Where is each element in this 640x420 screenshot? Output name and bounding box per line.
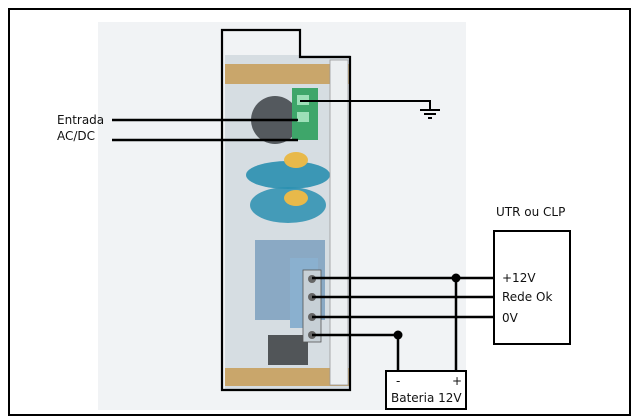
battery-label: Bateria 12V (391, 391, 462, 405)
battery-box (385, 370, 467, 410)
ground-icon (300, 100, 440, 119)
battery-plus: + (452, 374, 462, 388)
module-outline (220, 28, 352, 392)
rtu-title: UTR ou CLP (496, 205, 565, 219)
input-label-line1: Entrada (57, 113, 104, 127)
battery-minus: - (396, 374, 400, 388)
rtu-terminal-0v: 0V (502, 311, 519, 325)
power-supply-photo (98, 22, 466, 410)
input-label-line2: AC/DC (57, 129, 95, 143)
rtu-terminal-rede-ok: Rede Ok (502, 290, 552, 304)
rtu-terminal-plus12v: +12V (502, 271, 536, 285)
rtu-box (493, 230, 571, 345)
